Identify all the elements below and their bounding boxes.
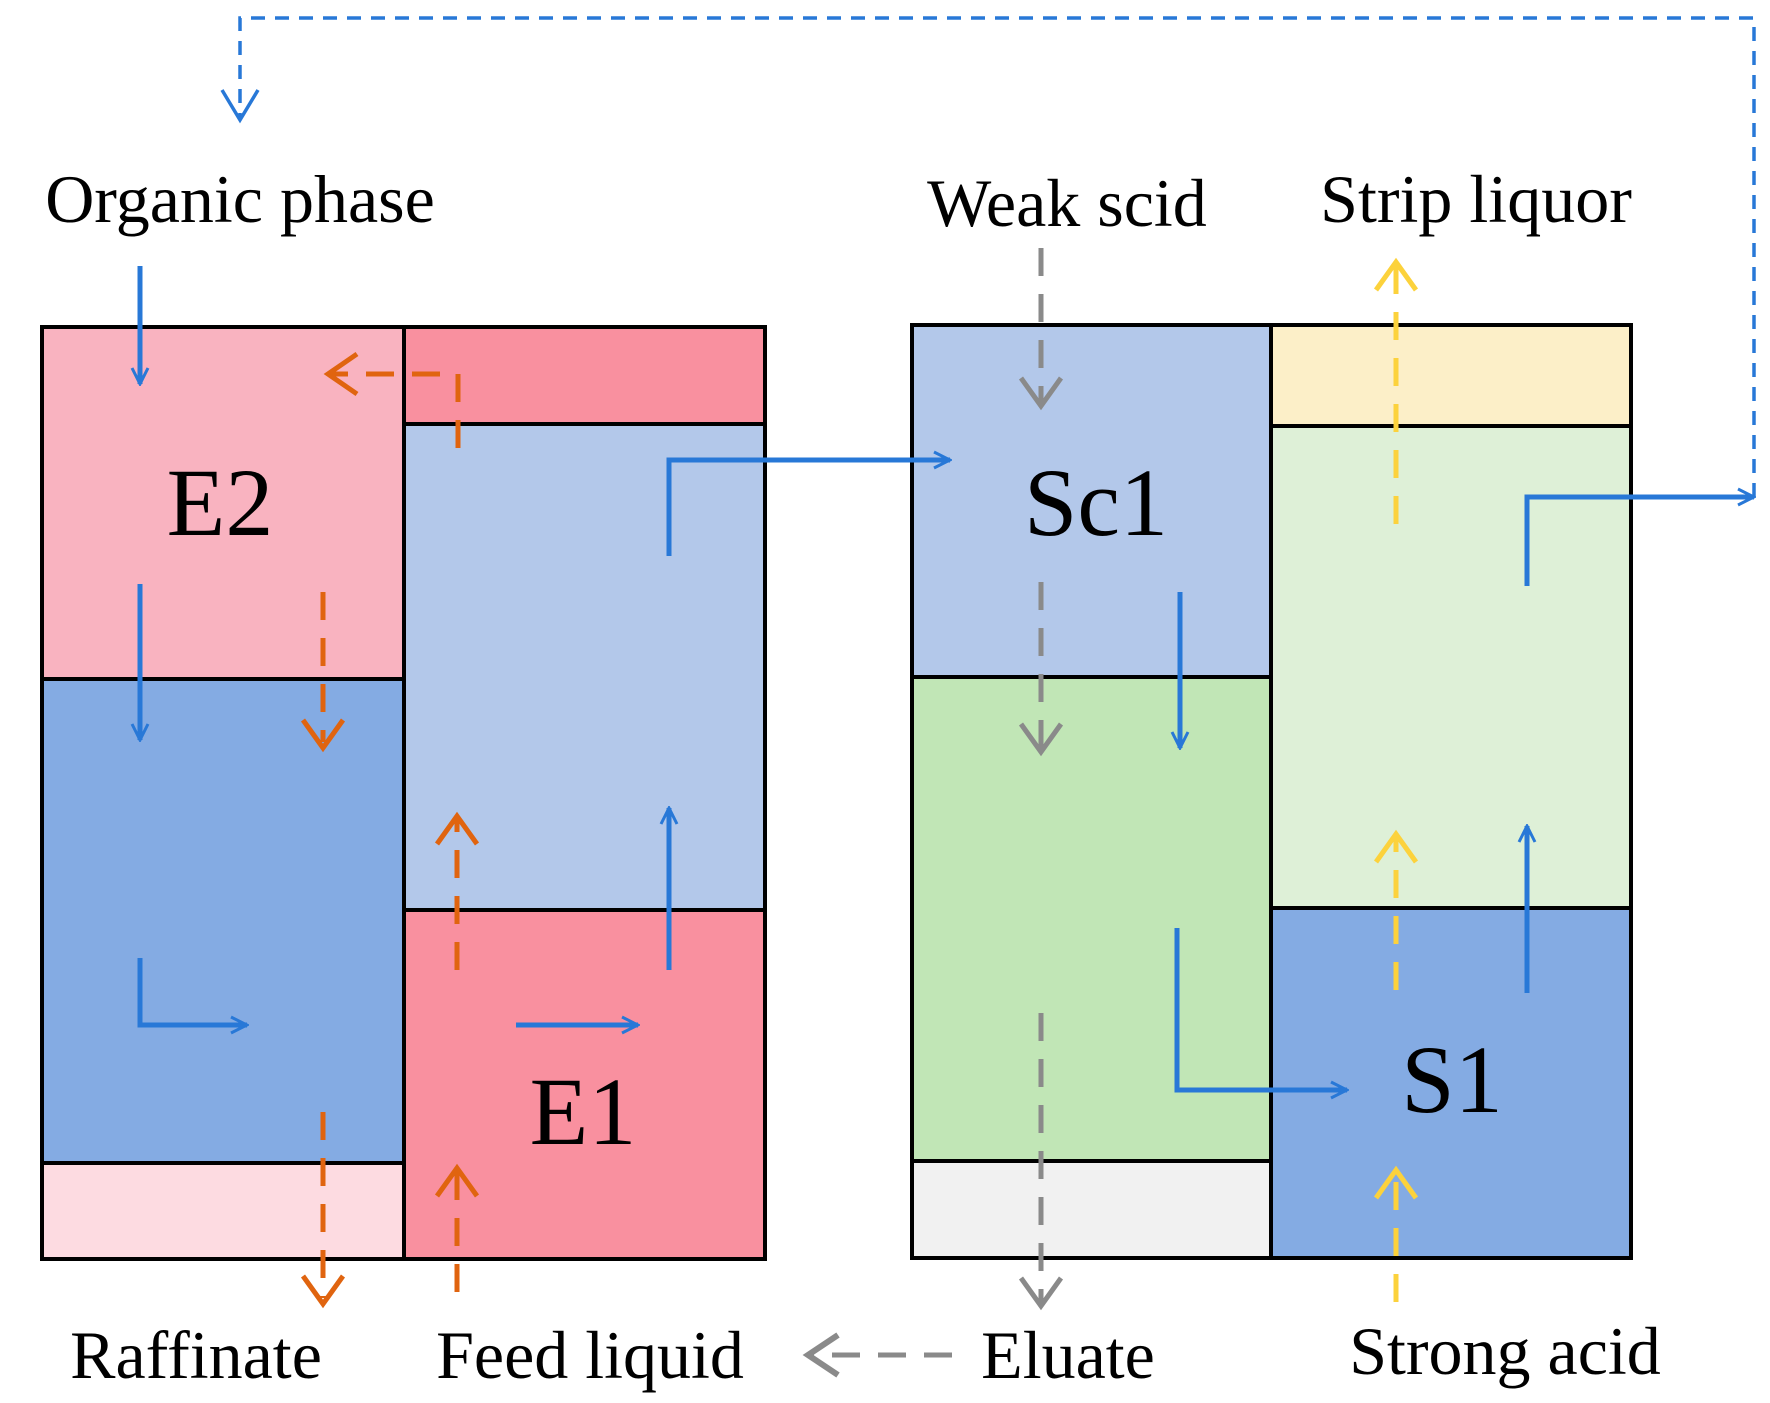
e1-mixing-zone xyxy=(402,908,767,1261)
s1-organic-zone xyxy=(1269,424,1633,910)
e1-top-zone xyxy=(402,325,767,426)
e1-organic-zone xyxy=(402,422,767,912)
raffinate-label: Raffinate xyxy=(70,1317,322,1393)
organic-phase-label: Organic phase xyxy=(45,161,435,237)
sc1-to-s1-arrow xyxy=(1174,928,1347,1090)
s1-stage-label: S1 xyxy=(1401,1026,1502,1133)
sc1-mixing-zone xyxy=(910,323,1273,679)
stripping-unit-right xyxy=(910,323,1633,1260)
feed-liquid-label: Feed liquid xyxy=(436,1317,744,1393)
e1-to-sc1-arrow xyxy=(666,460,950,556)
arrowhead xyxy=(1373,1165,1419,1200)
arrowhead xyxy=(300,1274,346,1309)
arrowhead xyxy=(1018,376,1064,411)
eluate-label: Eluate xyxy=(981,1317,1155,1393)
arrowhead xyxy=(802,1332,840,1378)
sc1-settling-zone xyxy=(910,675,1273,1163)
sc1-stage-label: Sc1 xyxy=(1024,449,1168,556)
e2-stage-label: E2 xyxy=(167,449,274,556)
labels: Organic phase Weak scid Strip liquor Raf… xyxy=(45,161,1661,1393)
extraction-unit-left xyxy=(40,325,767,1261)
arrowhead xyxy=(1373,829,1419,864)
aqueous-flow-orange xyxy=(300,351,480,1309)
e2-aqueous-zone xyxy=(40,1161,406,1261)
strong-acid-label: Strong acid xyxy=(1349,1313,1661,1389)
e1-stage-label: E1 xyxy=(530,1058,637,1165)
s1-out-arrow xyxy=(1524,497,1754,586)
scrub-flow-gray xyxy=(802,248,1064,1378)
s1-top-zone xyxy=(1269,323,1633,428)
organic-flow-blue xyxy=(140,266,1754,1090)
weak-acid-label: Weak scid xyxy=(927,165,1207,241)
strip-flow-yellow xyxy=(1373,257,1419,1302)
sc1-aqueous-zone xyxy=(910,1159,1273,1260)
strip-liquor-label: Strip liquor xyxy=(1320,161,1632,237)
arrowhead xyxy=(220,89,260,124)
arrowhead xyxy=(1373,257,1419,292)
arrowhead xyxy=(1018,722,1064,757)
e1-to-e2-dashed-arrow xyxy=(332,371,461,448)
e2-to-e1-arrow xyxy=(137,958,247,1025)
arrowhead xyxy=(323,351,359,397)
arrowhead xyxy=(434,811,480,846)
arrowhead xyxy=(300,718,346,753)
e2-mixing-zone xyxy=(40,677,406,1165)
organic-recycle-loop xyxy=(220,16,1756,497)
recycle-dashed-line xyxy=(238,16,1756,497)
arrowhead xyxy=(434,1163,480,1198)
arrowhead xyxy=(1018,1276,1064,1311)
